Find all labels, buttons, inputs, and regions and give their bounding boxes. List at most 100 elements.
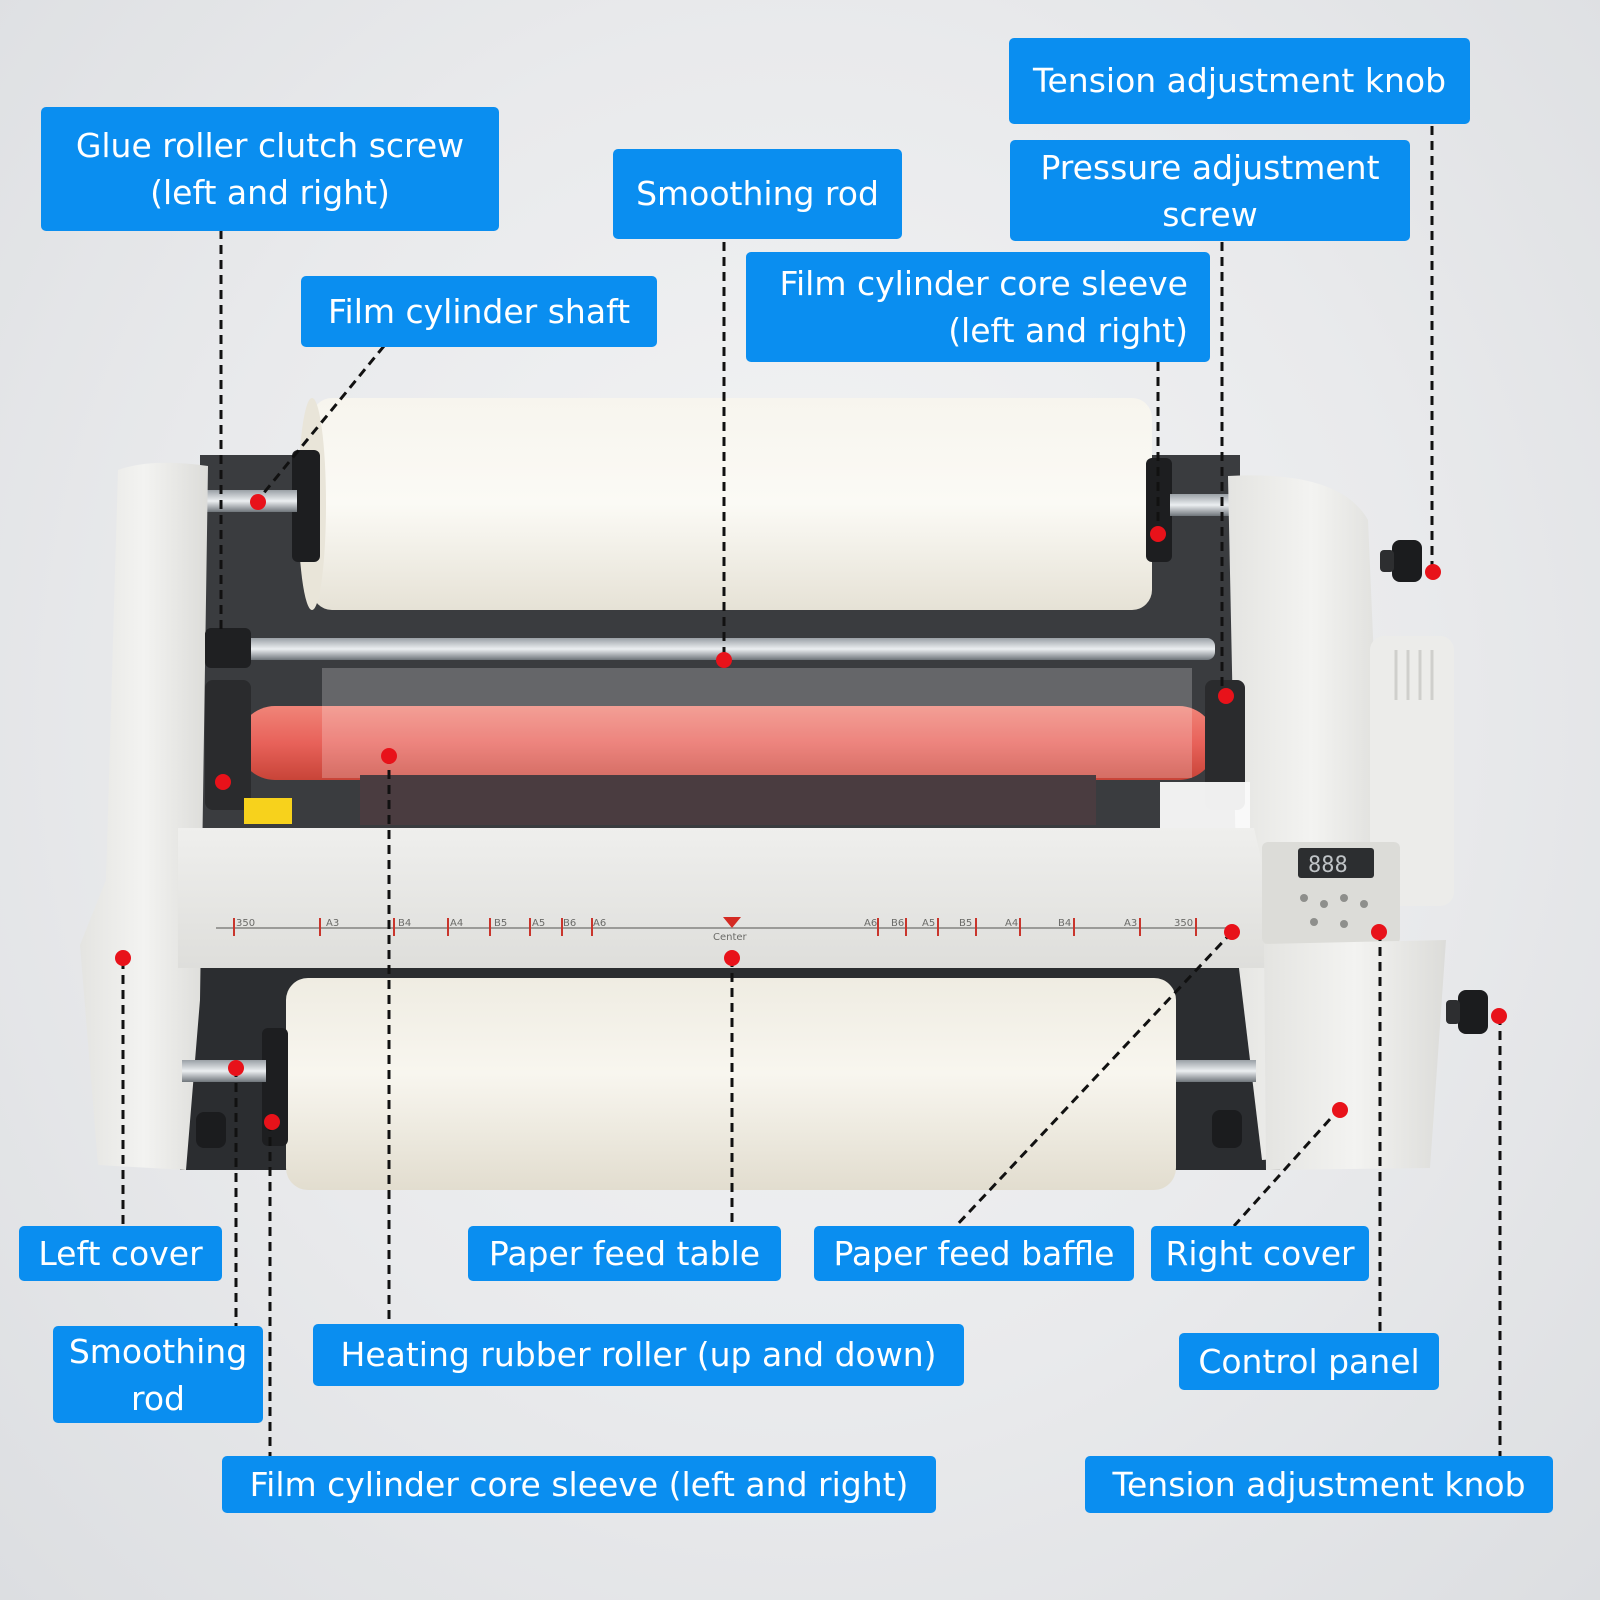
left-bottom-foot — [196, 1112, 226, 1148]
callout-pressure-line-1: Pressure adjustment — [1040, 147, 1380, 187]
marker-smoothing-rod-top — [716, 652, 732, 668]
right-bottom-foot — [1212, 1110, 1242, 1148]
callout-tension-knob-top: Tension adjustment knob — [1009, 38, 1470, 124]
ruler-left-6: B6 — [563, 918, 576, 929]
left-side-cover-shape — [80, 462, 208, 1170]
control-panel-display — [1298, 848, 1374, 878]
marker-right-cover — [1332, 1102, 1348, 1118]
ruler-ticks — [233, 918, 1197, 936]
bottom-roll-shaft-right — [1176, 1060, 1256, 1082]
marker-dots — [115, 494, 1507, 1130]
marker-pressure-screw — [1218, 688, 1234, 704]
callout-tension-knob-bottom-text: Tension adjustment knob — [1112, 1464, 1526, 1504]
callout-film-core-bottom-text: Film cylinder core sleeve (left and righ… — [249, 1464, 909, 1504]
ruler-center-label: Center — [713, 932, 748, 943]
smoothing-rod-bar — [215, 638, 1215, 660]
tension-knob-lower — [1446, 990, 1488, 1034]
callout-smoothing-rod-bottom-line-2: rod — [131, 1378, 185, 1418]
ruler-left-7: A6 — [593, 918, 606, 929]
callout-smoothing-rod-bottom: Smoothing rod — [53, 1326, 263, 1423]
right-vent-box — [1370, 636, 1454, 906]
callout-right-cover: Right cover — [1151, 1226, 1369, 1281]
marker-glue-roller-clutch-screw — [215, 774, 231, 790]
callout-paper-feed-table: Paper feed table — [468, 1226, 781, 1281]
callout-right-cover-text: Right cover — [1165, 1233, 1355, 1273]
right-gear-block — [1205, 680, 1245, 810]
ruler-left-0: 350 — [236, 918, 255, 929]
ruler-right-5: B4 — [1058, 918, 1071, 929]
callout-control-panel: Control panel — [1179, 1333, 1439, 1390]
marker-paper-feed-table — [724, 950, 740, 966]
marker-tension-knob-top — [1425, 564, 1441, 580]
leader-lines — [121, 126, 1502, 1456]
callout-film-core-sleeve-bottom: Film cylinder core sleeve (left and righ… — [222, 1456, 936, 1513]
control-panel-digits: 888 — [1308, 853, 1348, 878]
right-vent-slots — [1394, 650, 1434, 700]
callout-pressure-line-2: screw — [1162, 194, 1258, 234]
left-gear-block — [205, 680, 251, 810]
center-marker — [723, 917, 741, 928]
ruler-labels-left: 350 A3 B4 A4 B5 A5 B6 A6 — [236, 918, 606, 929]
ruler-labels-right: A6 B6 A5 B5 A4 B4 A3 350 — [864, 918, 1193, 929]
ruler-left-5: A5 — [532, 918, 545, 929]
callout-tension-knob-top-text: Tension adjustment knob — [1032, 61, 1447, 100]
control-panel-buttons — [1300, 894, 1368, 928]
callout-smoothing-rod-top-text: Smoothing rod — [636, 174, 879, 213]
callout-film-cylinder-shaft: Film cylinder shaft — [301, 276, 657, 347]
leader-paper-feed-baffle — [954, 930, 1234, 1228]
marker-left-cover — [115, 950, 131, 966]
paper-feed-table-surface — [178, 828, 1286, 968]
marker-smoothing-rod-bottom — [228, 1060, 244, 1076]
marker-film-core-sleeve-top — [1150, 526, 1166, 542]
callout-glue-roller-clutch-screw: Glue roller clutch screw (left and right… — [41, 107, 499, 231]
tension-knob-upper — [1380, 540, 1422, 582]
right-lower-cover-shape — [1264, 940, 1446, 1170]
callout-heating-rubber-roller: Heating rubber roller (up and down) — [313, 1324, 964, 1386]
printed-sheet — [360, 775, 1096, 825]
leader-film-cylinder-shaft — [256, 345, 386, 501]
callout-film-core-sleeve-top: Film cylinder core sleeve (left and righ… — [746, 252, 1210, 362]
marker-paper-feed-baffle — [1224, 924, 1240, 940]
callout-tension-knob-bottom: Tension adjustment knob — [1085, 1456, 1553, 1513]
callout-glue-roller-line-2: (left and right) — [150, 173, 390, 212]
ruler-right-4: A4 — [1005, 918, 1018, 929]
ruler-right-3: B5 — [959, 918, 972, 929]
ruler-left-4: B5 — [494, 918, 507, 929]
ruler-right-1: B6 — [891, 918, 904, 929]
ruler-left-2: B4 — [398, 918, 411, 929]
marker-control-panel — [1371, 924, 1387, 940]
top-roll-left-core — [292, 450, 320, 562]
smoothing-rod-left-clamp — [205, 628, 251, 668]
callout-smoothing-rod-bottom-line-1: Smoothing — [68, 1331, 248, 1371]
bottom-roll-shaft-left — [182, 1060, 266, 1082]
ruler-right-6: A3 — [1124, 918, 1137, 929]
ruler-left-3: A4 — [450, 918, 463, 929]
ruler-right-0: A6 — [864, 918, 877, 929]
leader-right-cover — [1232, 1106, 1342, 1228]
callout-film-core-top-line-2: (left and right) — [948, 311, 1188, 350]
warning-sticker — [244, 798, 292, 824]
heating-roller-body — [238, 706, 1216, 780]
callout-paper-feed-table-text: Paper feed table — [488, 1233, 761, 1273]
callout-glue-roller-line-1: Glue roller clutch screw — [75, 126, 465, 165]
callout-paper-feed-baffle-text: Paper feed baffle — [833, 1233, 1115, 1273]
callout-pressure-screw: Pressure adjustment screw — [1010, 140, 1410, 241]
marker-film-cylinder-shaft — [250, 494, 266, 510]
callout-left-cover-text: Left cover — [38, 1233, 203, 1273]
ruler-left-1: A3 — [326, 918, 339, 929]
film-cylinder-shaft-right — [1170, 494, 1230, 516]
callout-film-cylinder-shaft-text: Film cylinder shaft — [327, 291, 631, 331]
top-film-roll — [312, 398, 1152, 610]
callout-left-cover: Left cover — [19, 1226, 222, 1281]
marker-tension-knob-bottom — [1491, 1008, 1507, 1024]
marker-film-core-sleeve-bottom — [264, 1114, 280, 1130]
marker-heating-roller — [381, 748, 397, 764]
callout-control-panel-text: Control panel — [1198, 1341, 1420, 1381]
callout-film-core-top-line-1: Film cylinder core sleeve — [779, 264, 1188, 303]
ruler-right-7: 350 — [1174, 918, 1193, 929]
film-sheet-overlay — [322, 668, 1192, 778]
callout-heating-roller-text: Heating rubber roller (up and down) — [340, 1335, 937, 1374]
callout-smoothing-rod-top: Smoothing rod — [613, 149, 902, 239]
